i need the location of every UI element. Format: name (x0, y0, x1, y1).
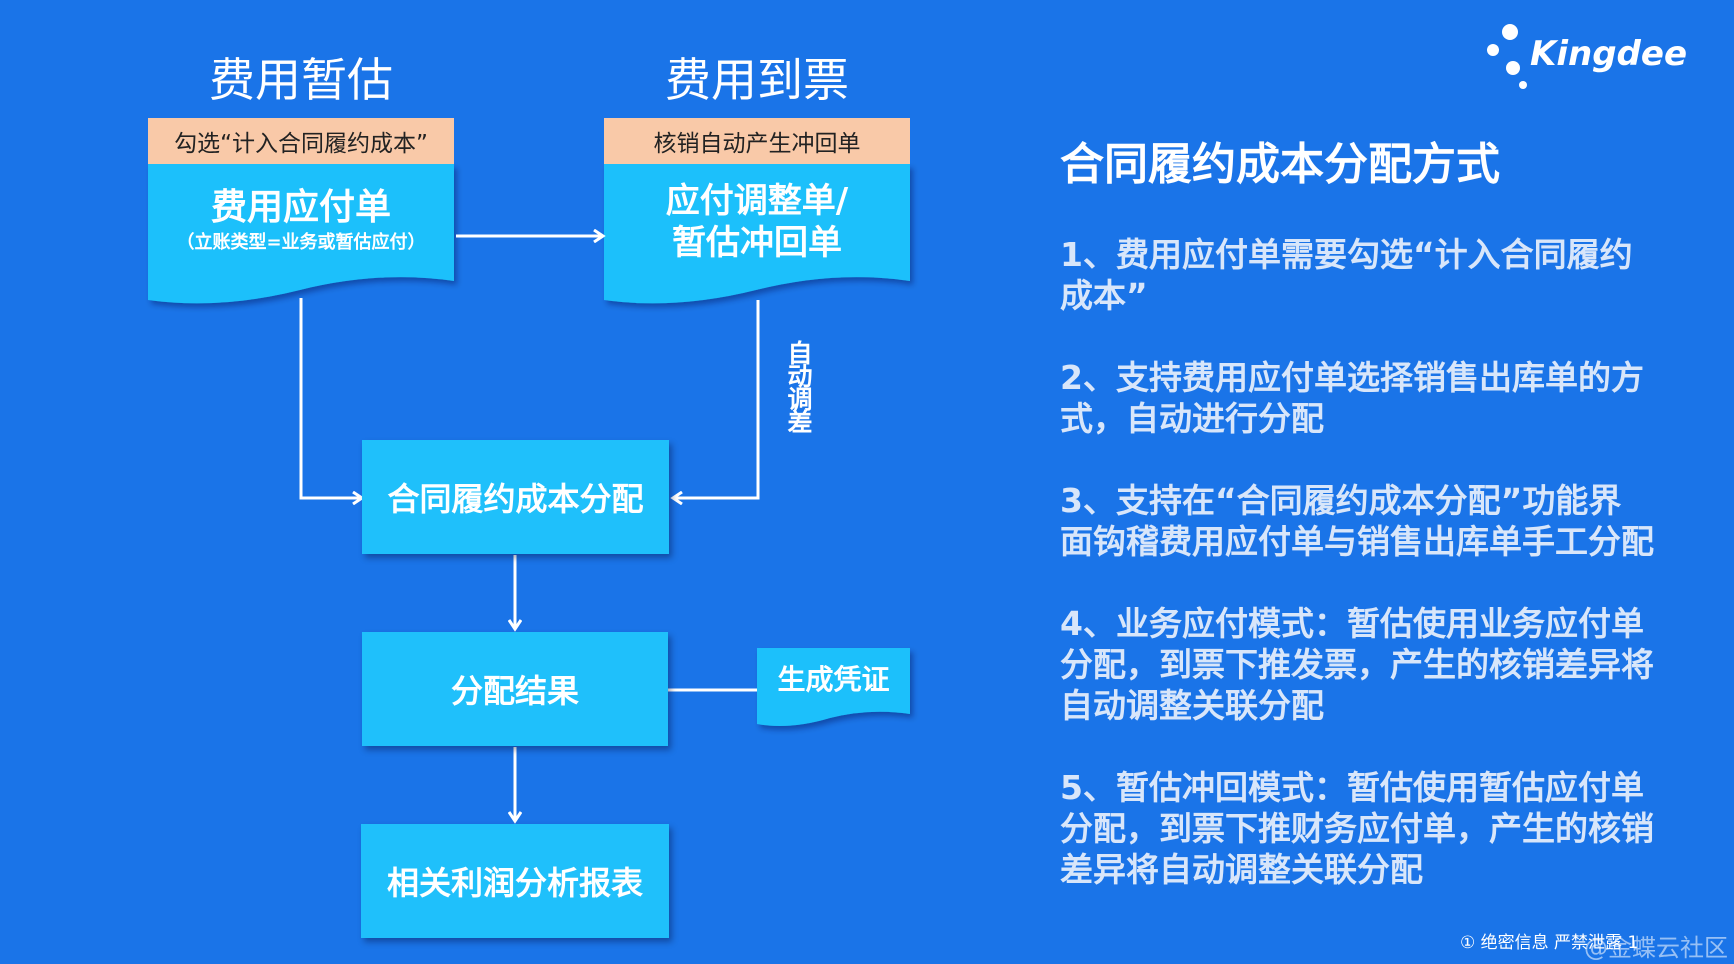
doc-header-auto-reversal: 核销自动产生冲回单 (604, 118, 910, 164)
list-item: 5、暂估冲回模式：暂估使用暂估应付单 分配，到票下推财务应付单，产生的核销 差异… (1060, 768, 1654, 889)
logo-wordmark: Kingdee (1530, 34, 1688, 74)
confidential-notice: ① 绝密信息 严禁泄露 1 (1460, 933, 1639, 953)
box-profit-report: 相关利润分析报表 (361, 824, 669, 938)
doc-expense-payable: 费用应付单 （立账类型=业务或暂估应付） (148, 186, 454, 256)
right-panel-title: 合同履约成本分配方式 (1060, 139, 1500, 190)
list-item: 2、支持费用应付单选择销售出库单的方 式，自动进行分配 (1060, 358, 1644, 438)
doc-title: 费用应付单 (210, 187, 391, 228)
doc-payable-adjust: 应付调整单/ 暂估冲回单 (604, 180, 910, 264)
box-allocation-result: 分配结果 (362, 632, 668, 746)
doc-subtitle: （立账类型=业务或暂估应付） (176, 232, 426, 253)
column-title-estimate: 费用暂估 (209, 53, 393, 107)
column-title-invoice: 费用到票 (665, 53, 849, 107)
doc-shape-payable-adjust (604, 164, 910, 304)
kingdee-dots-icon (1487, 24, 1527, 89)
list-item: 1、费用应付单需要勾选“计入合同履约 成本” (1060, 235, 1633, 315)
doc-title-line1: 应付调整单/ (665, 181, 849, 221)
logo: Kingdee (1480, 20, 1687, 92)
doc-title-line2: 暂估冲回单 (672, 223, 842, 263)
list-item: 4、业务应付模式：暂估使用业务应付单 分配，到票下推发票，产生的核销差异将 自动… (1060, 604, 1654, 725)
arrow-right-to-allocation (674, 300, 760, 498)
doc-shape-expense-payable (148, 164, 454, 304)
box-generate-voucher: 生成凭证 (777, 663, 890, 696)
auto-adjust-label: 自动调差 (784, 340, 813, 432)
right-panel-list: 1、费用应付单需要勾选“计入合同履约 成本” 2、支持费用应付单选择销售出库单的… (1060, 234, 1700, 890)
list-item: 3、支持在“合同履约成本分配”功能界 面钩稽费用应付单与销售出库单手工分配 (1060, 481, 1654, 561)
doc-header-checkbox-note: 勾选“计入合同履约成本” (148, 118, 454, 164)
box-cost-allocation: 合同履约成本分配 (362, 440, 669, 554)
community-watermark: @金蝶云社区 (1584, 934, 1728, 962)
arrow-left-to-allocation (299, 298, 361, 498)
doc-shape-voucher (757, 648, 910, 726)
